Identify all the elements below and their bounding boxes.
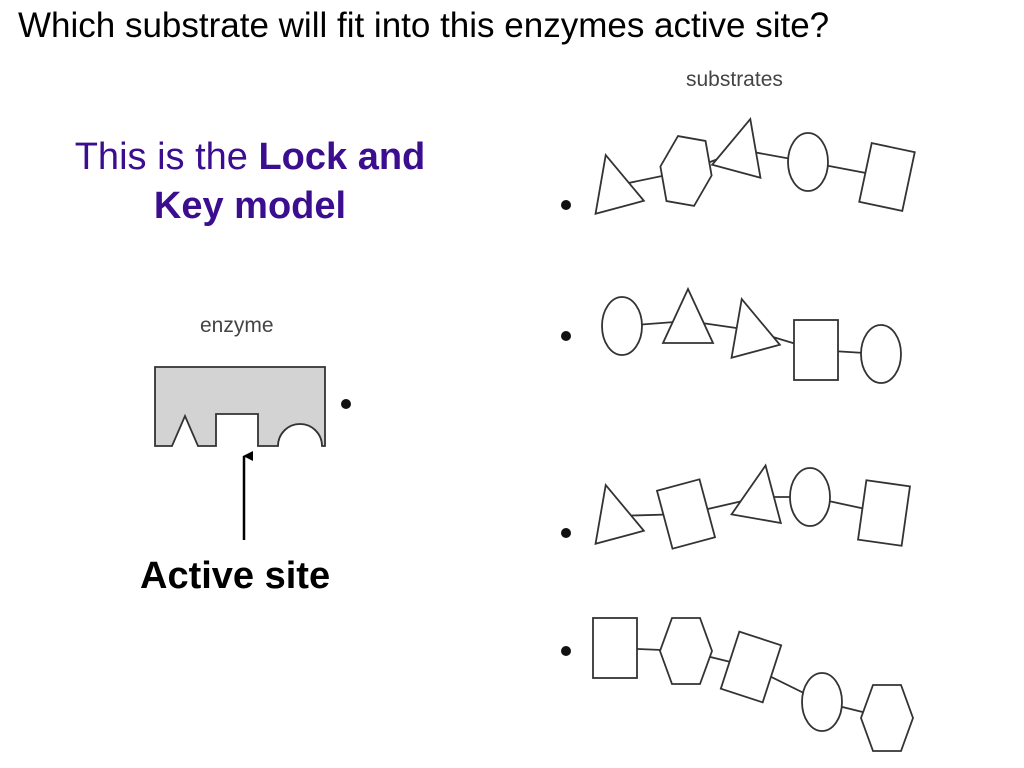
- active-site-label: Active site: [140, 555, 331, 597]
- substrate-dot: [561, 200, 571, 210]
- caption-bold-key: Key model: [153, 185, 347, 227]
- substrate-square-shape: [793, 319, 839, 381]
- caption-bold-lock: Lock and: [258, 136, 426, 178]
- substrate-chains: [561, 117, 916, 752]
- substrate-circle-shape: [860, 324, 902, 384]
- enzyme-label: enzyme: [200, 314, 274, 337]
- enzyme-dot: [341, 399, 351, 409]
- substrate-chain-4: [561, 617, 914, 752]
- substrate-triangle-shape: [594, 153, 646, 215]
- substrate-triangle-shape: [661, 286, 715, 344]
- substrate-triangle-shape: [710, 117, 762, 179]
- substrate-circle-shape: [789, 467, 831, 527]
- enzyme-shape: [154, 366, 326, 447]
- substrate-chain-3: [561, 463, 911, 550]
- substrate-hexagon-shape: [659, 617, 713, 685]
- substrate-circle-shape: [601, 296, 643, 356]
- caption-prefix: This is the: [74, 136, 259, 178]
- substrate-hexagon-shape: [659, 135, 713, 207]
- substrate-triangle-shape: [730, 297, 782, 359]
- substrate-square-shape: [858, 142, 916, 212]
- lock-and-key-caption: This is the Lock and Key model: [30, 133, 470, 231]
- substrate-dot: [561, 331, 571, 341]
- substrate-hexagon-shape: [860, 684, 914, 752]
- substrate-dot: [561, 646, 571, 656]
- substrate-circle-shape: [801, 672, 843, 732]
- substrate-square-shape: [719, 630, 783, 704]
- substrate-square-shape: [592, 617, 638, 679]
- substrate-chain-2: [561, 286, 902, 384]
- page-title: Which substrate will fit into this enzym…: [18, 6, 830, 45]
- substrates-label: substrates: [686, 68, 783, 91]
- substrate-square-shape: [857, 479, 911, 547]
- substrate-square-shape: [655, 478, 717, 550]
- substrate-circle-shape: [787, 132, 829, 192]
- substrate-dot: [561, 528, 571, 538]
- substrate-triangle-shape: [730, 463, 783, 525]
- substrate-chain-1: [561, 117, 916, 215]
- substrate-triangle-shape: [594, 483, 646, 545]
